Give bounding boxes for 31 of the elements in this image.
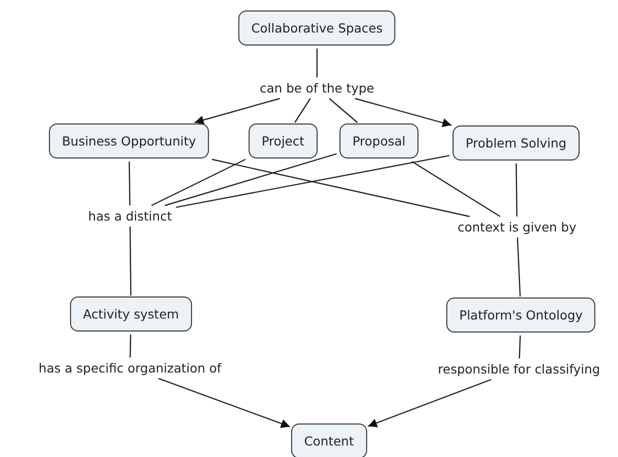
connector-line [518,335,521,359]
concept-box: Content [291,424,367,457]
connector-line [412,161,500,217]
connector-line [130,226,132,296]
linking-phrase: responsible for classifying [436,360,602,378]
connector-line [212,158,470,218]
arrow [194,98,280,124]
connector-line [516,164,518,216]
connector-line [328,98,358,123]
connector-line [130,334,132,358]
concept-box: Collaborative Spaces [238,10,396,46]
linking-phrase: has a distinct [86,208,174,224]
concept-box: Problem Solving [452,126,580,160]
concept-box: Activity system [70,296,192,332]
connector-line [164,153,337,206]
arrow [354,98,452,128]
concept-box: Business Opportunity [48,124,210,158]
arrow [158,378,290,428]
arrow [368,378,492,428]
connector-line [128,162,130,206]
concept-box: Platform's Ontology [446,298,596,332]
connector-line [294,98,311,123]
linking-phrase: can be of the type [258,80,376,96]
connector-line [316,48,318,78]
connector-line [516,237,521,297]
concept-box: Proposal [339,124,419,158]
concept-box: Project [248,124,318,158]
linking-phrase: has a specific organization of [36,360,224,376]
connector-line [176,154,450,208]
linking-phrase: context is given by [456,218,578,236]
connector-line [151,158,246,206]
